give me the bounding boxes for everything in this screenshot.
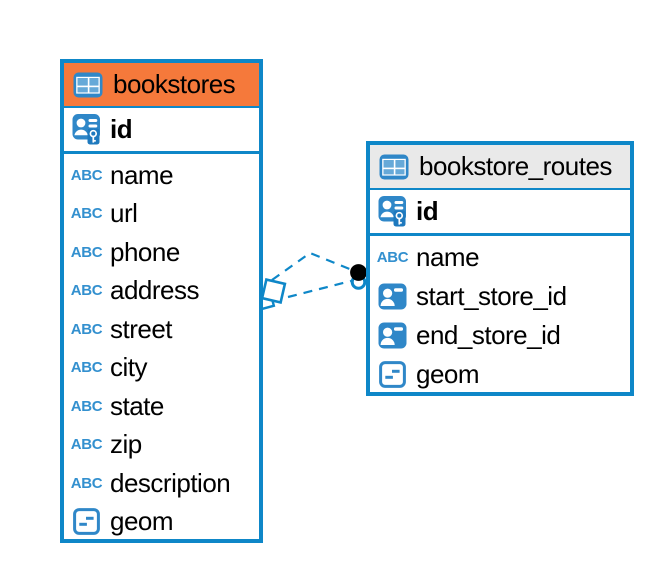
- column-name: id: [110, 114, 133, 144]
- column-name: street: [110, 313, 173, 344]
- primary-key-icon: [70, 113, 103, 146]
- column-row[interactable]: ABC phone: [64, 233, 259, 272]
- column-row[interactable]: ABC zip: [64, 426, 259, 465]
- column-row[interactable]: start_store_id: [370, 277, 630, 316]
- column-name: city: [110, 352, 148, 383]
- table-header[interactable]: bookstores: [64, 63, 259, 108]
- table-icon: [377, 154, 410, 180]
- column-name: description: [110, 467, 231, 498]
- geometry-type-icon: [376, 361, 409, 388]
- text-type-icon: ABC: [376, 249, 409, 266]
- primary-key-row[interactable]: id: [370, 190, 630, 236]
- column-row[interactable]: ABC state: [64, 387, 259, 426]
- column-row[interactable]: geom: [64, 503, 259, 542]
- table-icon: [71, 72, 104, 98]
- column-name: name: [110, 159, 174, 190]
- text-type-icon: ABC: [70, 166, 103, 184]
- column-row[interactable]: ABC name: [64, 156, 259, 195]
- geometry-type-icon: [70, 508, 103, 536]
- column-name: url: [110, 198, 138, 229]
- text-type-icon: ABC: [70, 474, 103, 492]
- text-type-icon: ABC: [70, 436, 103, 454]
- text-type-icon: ABC: [70, 397, 103, 415]
- column-name: end_store_id: [416, 320, 561, 350]
- column-name: name: [416, 242, 480, 272]
- column-name: state: [110, 390, 164, 421]
- primary-key-icon: [376, 195, 409, 228]
- column-name: geom: [416, 359, 480, 389]
- table-bookstore-routes[interactable]: bookstore_routes id ABC name start_store_i…: [366, 141, 634, 396]
- relationship-connector[interactable]: [257, 251, 367, 311]
- primary-key-row[interactable]: id: [64, 108, 259, 154]
- column-row[interactable]: ABC city: [64, 349, 259, 388]
- column-row[interactable]: ABC street: [64, 310, 259, 349]
- table-header[interactable]: bookstore_routes: [370, 145, 630, 190]
- text-type-icon: ABC: [70, 205, 103, 223]
- relationship-line[interactable]: [287, 279, 352, 299]
- relationship-line[interactable]: [271, 251, 353, 281]
- text-type-icon: ABC: [70, 282, 103, 300]
- column-row[interactable]: ABC description: [64, 464, 259, 503]
- table-title: bookstore_routes: [419, 151, 612, 181]
- column-name: phone: [110, 236, 180, 267]
- text-type-icon: ABC: [70, 243, 103, 261]
- column-row[interactable]: ABC address: [64, 272, 259, 311]
- foreign-key-icon: [376, 283, 409, 310]
- column-row[interactable]: geom: [370, 355, 630, 394]
- one-side-marker: [350, 264, 367, 290]
- column-row[interactable]: ABC url: [64, 195, 259, 234]
- column-name: geom: [110, 506, 174, 537]
- text-type-icon: ABC: [70, 359, 103, 377]
- many-side-marker: [257, 278, 287, 311]
- column-row[interactable]: end_store_id: [370, 316, 630, 355]
- column-row[interactable]: ABC name: [370, 238, 630, 277]
- column-name: start_store_id: [416, 281, 567, 311]
- column-name: id: [416, 196, 439, 226]
- column-name: address: [110, 275, 200, 306]
- foreign-key-icon: [376, 322, 409, 349]
- column-name: zip: [110, 429, 142, 460]
- table-title: bookstores: [113, 69, 236, 99]
- text-type-icon: ABC: [70, 320, 103, 338]
